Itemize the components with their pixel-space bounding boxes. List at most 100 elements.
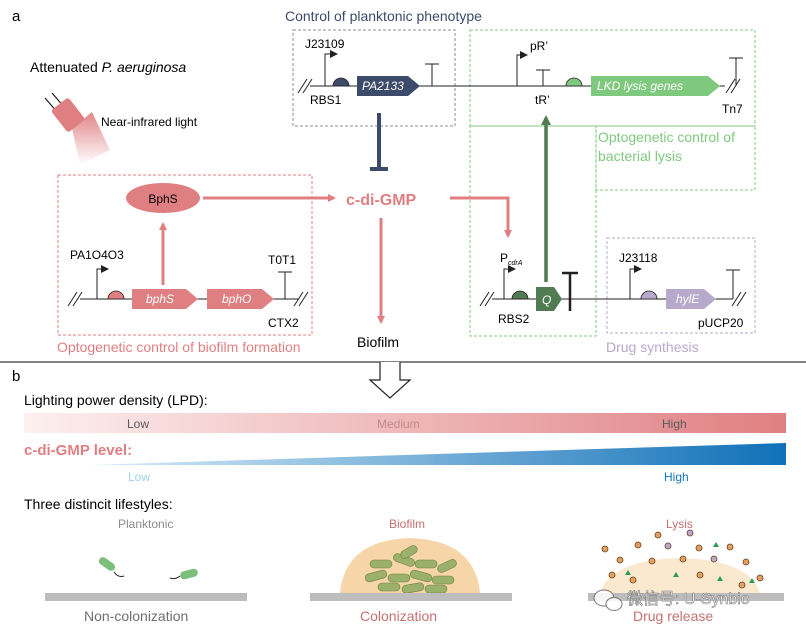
biofilm-caption: Colonization — [360, 608, 437, 624]
gene-hyle — [666, 289, 716, 309]
gene-q-label: Q — [542, 293, 551, 307]
drug-break-right-1 — [731, 291, 742, 307]
biofilm-break-left-1 — [67, 291, 78, 307]
panel-a-label: a — [12, 8, 21, 25]
promoter-pa1o4o3-arrow — [96, 265, 109, 299]
gene-bpho-label: bphO — [222, 292, 251, 306]
plasmid-pucp20-label: pUCP20 — [698, 316, 744, 330]
planktonic-surface — [45, 593, 247, 601]
cdigmp-level-wedge — [90, 443, 786, 465]
lpd-medium-label: Medium — [377, 417, 420, 431]
rbs-hyle-icon — [640, 290, 658, 300]
bphs-protein-label: BphS — [148, 192, 177, 206]
promoter-j23118-arrow — [629, 265, 642, 299]
central-cdigmp: c-di-GMP — [346, 192, 417, 209]
biofilm-break-left-2 — [72, 291, 83, 307]
biofilm-break-right-1 — [293, 291, 304, 307]
promoter-pcdra-arrow — [503, 265, 516, 299]
drug-break-left-1 — [479, 291, 490, 307]
planktonic-bacteria-icon — [98, 557, 198, 580]
gene-hyle-label: hylE — [676, 292, 700, 306]
backbone-break-left-1 — [297, 78, 308, 94]
promoter-pr-arrow — [516, 51, 528, 86]
lysis-box — [469, 29, 756, 127]
biofilm-bacteria-cluster — [364, 545, 457, 594]
lysed-biofilm-remnant — [600, 558, 760, 593]
gene-lkd-lysis — [591, 76, 720, 96]
drug-molecules-icon — [625, 542, 755, 583]
promoter-pcdra-label: PcdrA — [500, 251, 523, 267]
biofilm-box-title: Optogenetic control of biofilm formation — [57, 339, 301, 355]
planktonic-label: Planktonic — [118, 517, 173, 531]
planktonic-box — [292, 29, 456, 127]
light-label: Near-infrared light — [101, 115, 198, 129]
lysis-title-line2: bacterial lysis — [598, 148, 682, 164]
lysis-title-line1: Optogenetic control of — [598, 129, 735, 145]
drug-box-title: Drug synthesis — [606, 339, 699, 355]
panel-b-label: b — [12, 368, 20, 385]
drug-break-left-2 — [484, 291, 495, 307]
locus-ctx2-label: CTX2 — [268, 316, 299, 330]
terminator-t0t1-icon — [278, 271, 292, 299]
backbone-break-left-2 — [302, 78, 313, 94]
gene-lkd-label: LKD lysis genes — [597, 79, 683, 93]
rbs-lysis-icon — [565, 77, 583, 87]
gene-pa2133-label: PA2133 — [362, 79, 404, 93]
lpd-low-label: Low — [127, 417, 149, 431]
gene-q — [536, 287, 562, 311]
terminator-t0t1-label: T0T1 — [268, 253, 296, 267]
promoter-pa1o4o3-label: PA1O4O3 — [70, 248, 124, 262]
rbs2-label: RBS2 — [498, 312, 530, 326]
gene-pa2133 — [357, 76, 420, 96]
lysis-box-extension — [595, 125, 756, 191]
terminator-hyle-icon — [726, 269, 740, 299]
lpd-high-label: High — [662, 417, 687, 431]
cdigmp-to-pcdra-arrow — [450, 196, 512, 238]
gene-bpho — [207, 289, 274, 309]
terminator-icon-2 — [729, 57, 743, 86]
promoter-j23109-arrow — [324, 50, 338, 86]
terminator-tr-icon — [536, 69, 550, 86]
promoter-pr-label: pR’ — [530, 39, 548, 53]
terminator-tr-label: tR’ — [535, 93, 550, 107]
cdigmp-low-label: Low — [128, 470, 150, 484]
promoter-j23118-label: J23118 — [619, 251, 658, 265]
gene-bphs-label: bphS — [146, 292, 174, 306]
drug-break-right-2 — [736, 291, 747, 307]
rbs2-icon — [511, 290, 529, 300]
lysis-debris-particles — [601, 529, 764, 589]
lysis-caption: Drug release — [633, 608, 713, 624]
lysis-surface — [588, 593, 784, 601]
promoter-j23109-label: J23109 — [305, 37, 345, 51]
bphs-protein — [126, 183, 200, 213]
backbone-break-right-1 — [725, 78, 736, 94]
rbs-bphs-icon — [107, 290, 125, 300]
near-infrared-lamp-icon — [44, 92, 110, 165]
wechat-logo-icon — [593, 589, 623, 612]
biofilm-label: Biofilm — [389, 517, 425, 531]
rbs1-label: RBS1 — [310, 93, 342, 107]
terminator-icon-1 — [425, 63, 439, 86]
planktonic-caption: Non-colonization — [84, 608, 188, 624]
cdigmp-level-title: c-di-GMP level: — [24, 442, 132, 459]
watermark-text: 微信号: U-Synbio — [627, 590, 750, 608]
biofilm-output-label: Biofilm — [357, 334, 399, 350]
gene-bphs — [132, 289, 198, 309]
lpd-gradient-bar — [24, 413, 786, 433]
locus-tn7-label: Tn7 — [722, 102, 743, 116]
planktonic-control-title: Control of planktonic phenotype — [285, 8, 482, 24]
down-arrow-icon — [368, 362, 412, 399]
lysis-label: Lysis — [666, 517, 693, 531]
biofilm-surface — [310, 593, 512, 601]
cdigmp-high-label: High — [664, 470, 689, 484]
lpd-title: Lighting power density (LPD): — [24, 392, 208, 408]
host-title: Attenuated P. aeruginosa — [30, 59, 186, 75]
lifestyles-title: Three distincit lifestyles: — [24, 496, 173, 512]
drug-synthesis-box — [606, 237, 756, 334]
biofilm-box — [57, 174, 313, 336]
terminator-q-icon — [562, 271, 578, 311]
biofilm-break-right-2 — [298, 291, 309, 307]
rbs1-icon — [332, 77, 350, 87]
lysis-box-lower — [469, 125, 597, 337]
